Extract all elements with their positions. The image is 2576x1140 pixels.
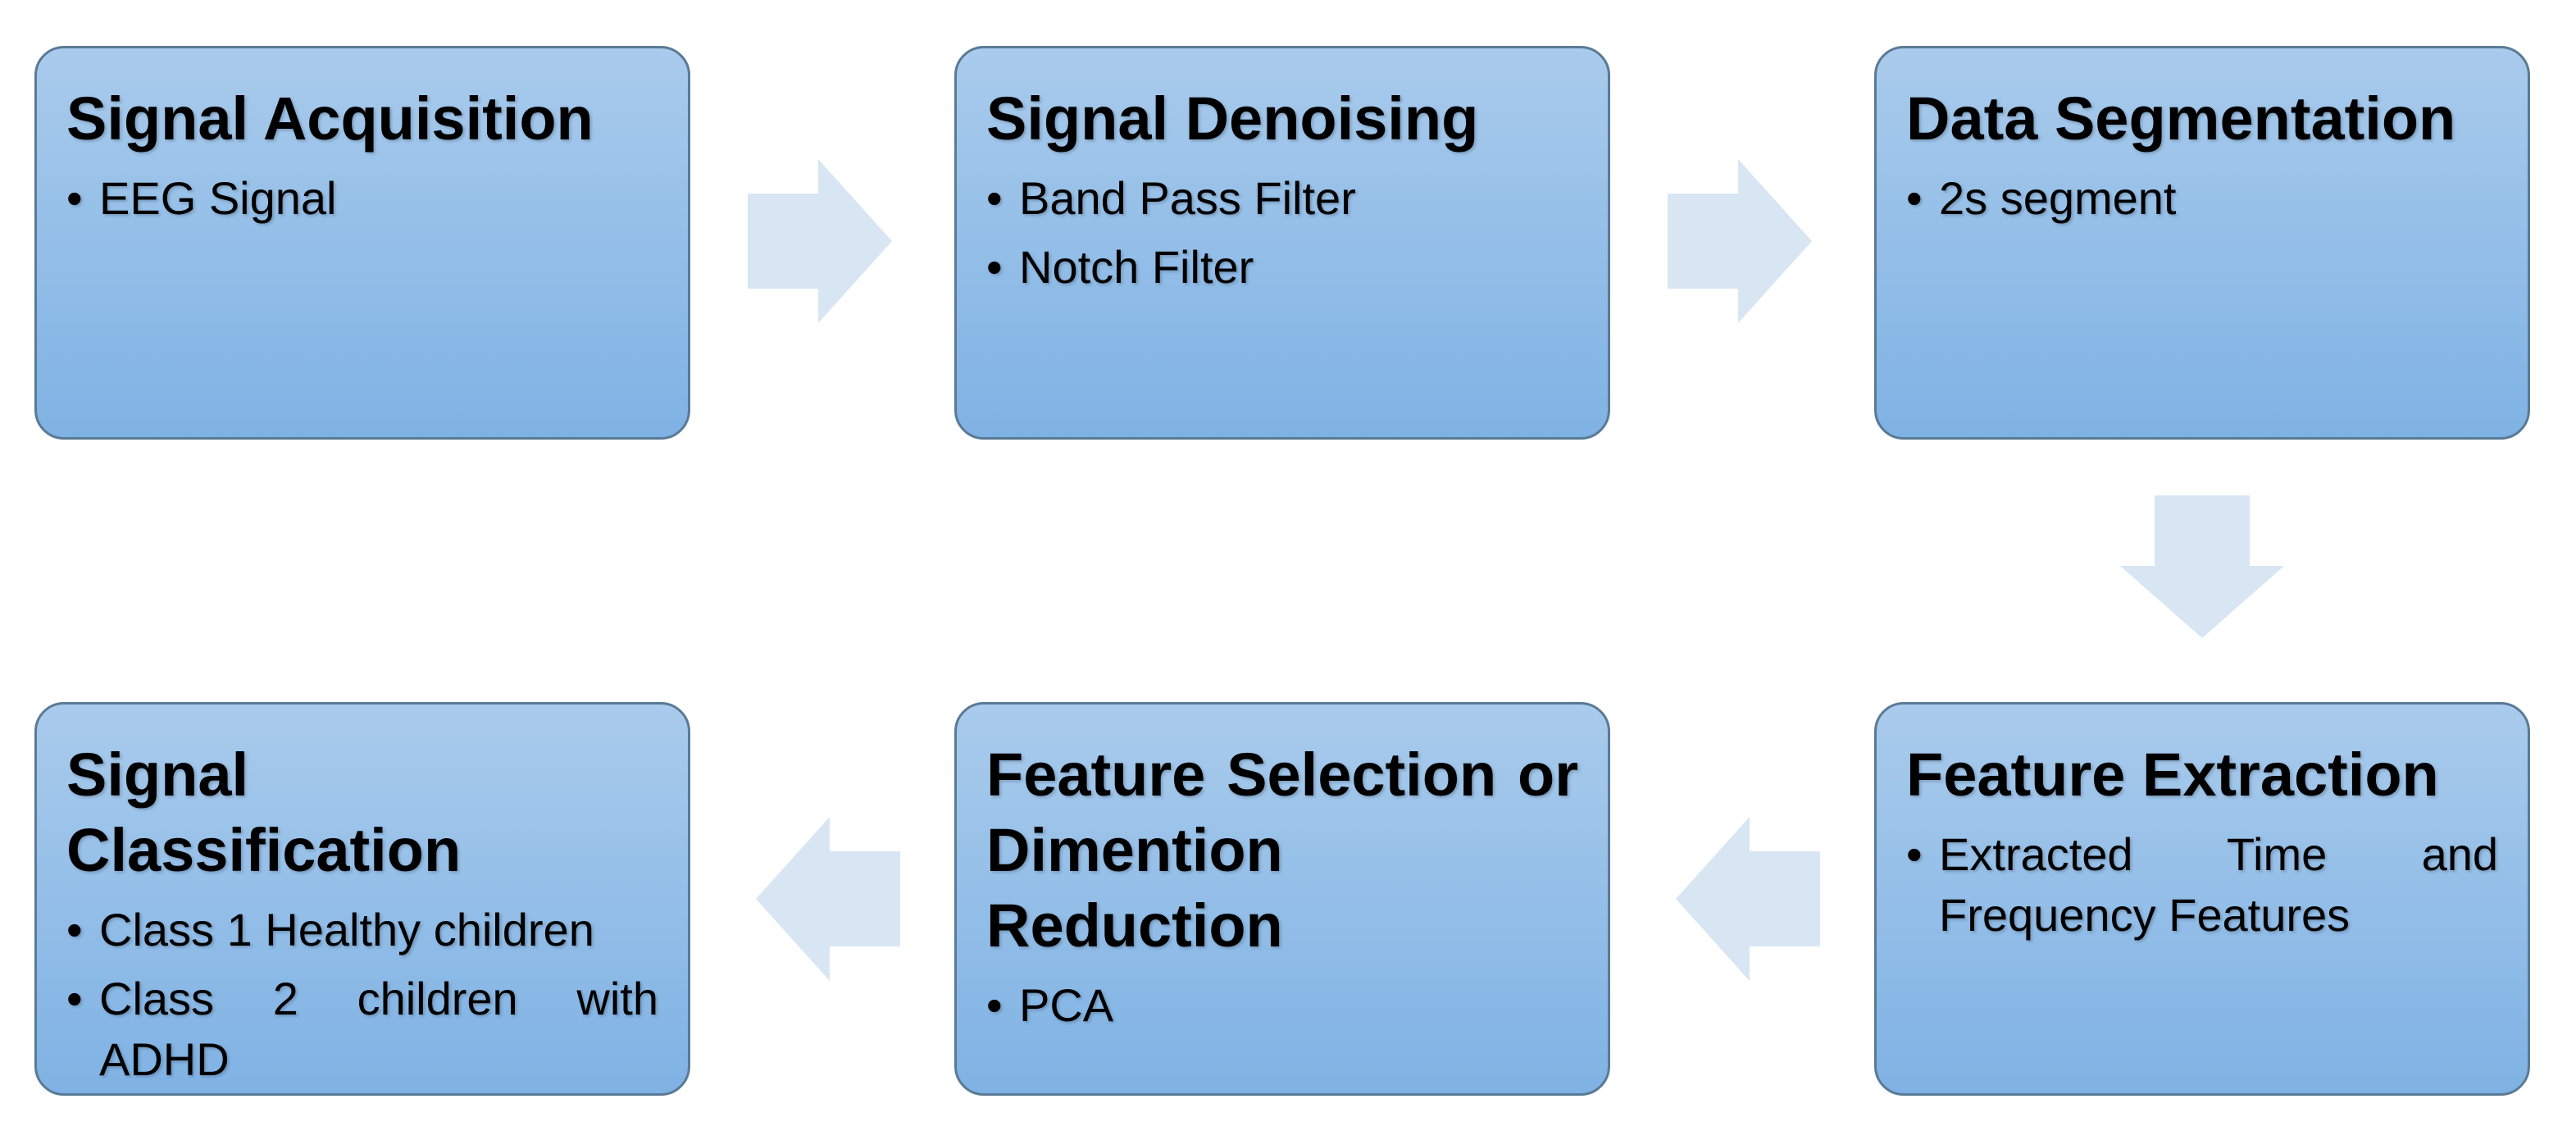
step-items: •Extracted Time and Frequency Features — [1906, 824, 2498, 946]
step-item: •2s segment — [1906, 168, 2498, 229]
bullet-icon: • — [1906, 172, 1923, 224]
step-item: •Notch Filter — [986, 237, 1578, 298]
arrow-right-icon — [748, 159, 892, 323]
step-box-signal-classification: Signal Classification •Class 1 Healthy c… — [34, 702, 690, 1096]
step-item: •EEG Signal — [66, 168, 658, 229]
step-box-feature-selection: Feature Selection or Dimention Reduction… — [954, 702, 1610, 1096]
step-box-data-segmentation: Data Segmentation •2s segment — [1874, 46, 2530, 440]
arrow-down-icon — [2120, 495, 2284, 638]
step-title: Feature Selection or Dimention Reduction — [986, 741, 1578, 960]
step-items: •Band Pass Filter •Notch Filter — [986, 168, 1578, 298]
step-title: Data Segmentation — [1906, 84, 2456, 153]
step-box-signal-denoising: Signal Denoising •Band Pass Filter •Notc… — [954, 46, 1610, 440]
bullet-icon: • — [986, 241, 1003, 293]
step-title: Signal Classification — [66, 741, 462, 884]
step-title: Signal Denoising — [986, 84, 1479, 153]
step-item: •Extracted Time and Frequency Features — [1906, 824, 2498, 946]
bullet-icon: • — [1906, 828, 1923, 880]
arrow-left-icon — [1676, 817, 1820, 981]
bullet-icon: • — [986, 172, 1003, 224]
step-items: •Class 1 Healthy children •Class 2 child… — [66, 900, 658, 1090]
bullet-icon: • — [66, 172, 83, 224]
bullet-icon: • — [66, 904, 83, 955]
step-items: •EEG Signal — [66, 168, 658, 229]
step-title: Feature Extraction — [1906, 741, 2439, 809]
step-item: •Band Pass Filter — [986, 168, 1578, 229]
step-items: •PCA — [986, 975, 1578, 1036]
bullet-icon: • — [66, 973, 83, 1024]
bullet-icon: • — [986, 979, 1003, 1031]
arrow-right-icon — [1668, 159, 1812, 323]
step-item: •Class 1 Healthy children — [66, 900, 658, 960]
step-items: •2s segment — [1906, 168, 2498, 229]
step-box-signal-acquisition: Signal Acquisition •EEG Signal — [34, 46, 690, 440]
step-item: •Class 2 children with ADHD — [66, 969, 658, 1090]
step-box-feature-extraction: Feature Extraction •Extracted Time and F… — [1874, 702, 2530, 1096]
step-title: Signal Acquisition — [66, 84, 594, 153]
arrow-left-icon — [756, 817, 900, 981]
step-item: •PCA — [986, 975, 1578, 1036]
